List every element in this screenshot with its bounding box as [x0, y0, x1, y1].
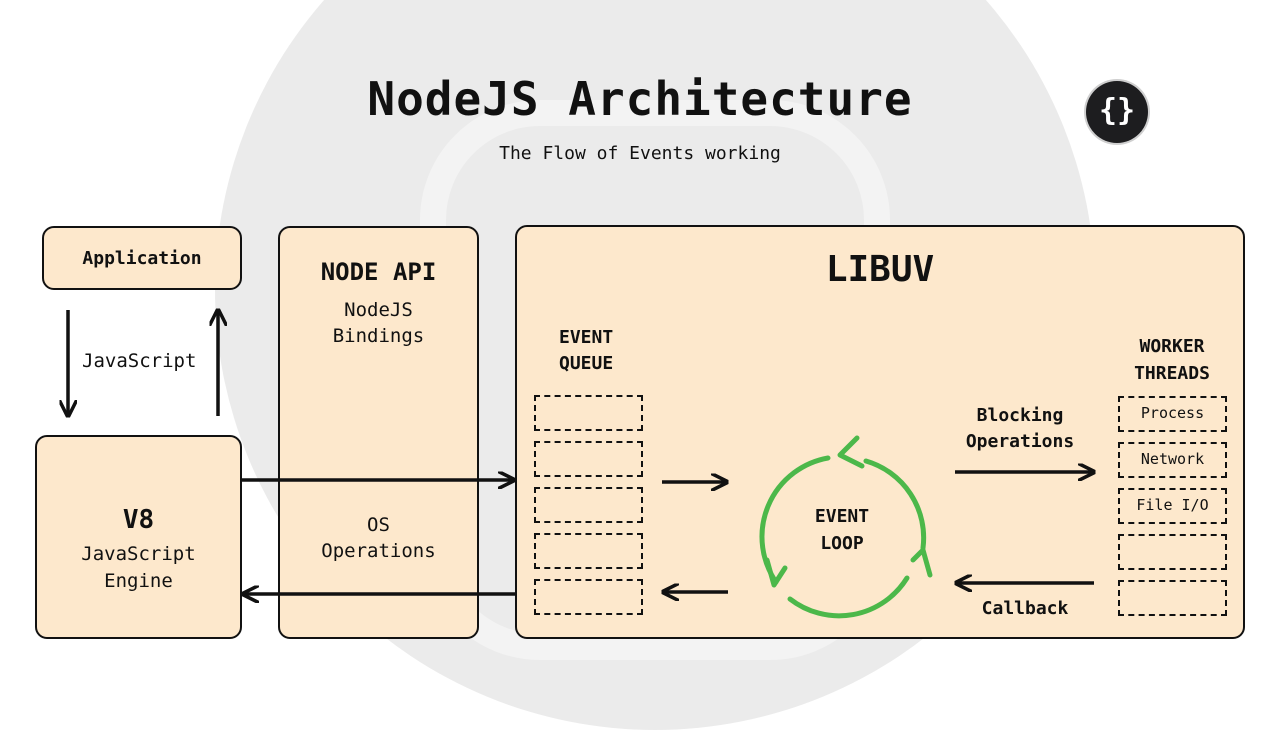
v8-title: V8: [122, 505, 155, 535]
application-box: Application: [42, 226, 242, 290]
page-subtitle: The Flow of Events working: [499, 143, 781, 164]
worker-slot-empty: [1118, 534, 1227, 570]
worker-threads-label-line2: THREADS: [1134, 363, 1210, 384]
callback-label: Callback: [981, 598, 1069, 619]
blocking-operations-line2: Operations: [965, 431, 1075, 452]
worker-slot-process: Process: [1118, 396, 1227, 432]
event-loop-cycle-icon: [759, 435, 933, 619]
worker-slot-file-io: File I/O: [1118, 488, 1227, 524]
libuv-title: LIBUV: [825, 249, 935, 290]
os-operations-line2: Operations: [321, 540, 436, 562]
blocking-operations-line1: Blocking: [976, 405, 1064, 426]
logo-braces-icon: {}: [1086, 81, 1148, 143]
application-label: Application: [82, 248, 202, 269]
node-bindings-line2: Bindings: [332, 325, 425, 347]
libuv-box: LIBUV: [515, 225, 1245, 639]
event-queue-slot: [534, 533, 643, 569]
event-queue-slot: [534, 395, 643, 431]
event-queue-slot: [534, 441, 643, 477]
node-bindings-line1: NodeJS: [344, 299, 413, 321]
javascript-arrow-label: JavaScript: [82, 350, 197, 372]
v8-box: V8 JavaScript Engine: [35, 435, 242, 639]
event-loop-label-line2: LOOP: [820, 533, 864, 554]
page-title: NodeJS Architecture: [367, 72, 913, 126]
event-queue-label-line1: EVENT: [559, 327, 614, 348]
worker-slot-network: Network: [1118, 442, 1227, 478]
v8-subtitle-line2: Engine: [104, 570, 173, 592]
event-queue-slot: [534, 579, 643, 615]
event-queue-slot: [534, 487, 643, 523]
worker-threads-label-line1: WORKER: [1139, 336, 1205, 357]
worker-slot-empty: [1118, 580, 1227, 616]
event-loop-label-line1: EVENT: [814, 506, 870, 527]
v8-subtitle-line1: JavaScript: [81, 543, 196, 565]
event-queue-label-line2: QUEUE: [559, 353, 614, 374]
node-api-box: NODE API NodeJS Bindings OS Operations: [278, 226, 479, 639]
node-api-title: NODE API: [320, 258, 437, 286]
os-operations-line1: OS: [367, 514, 390, 536]
